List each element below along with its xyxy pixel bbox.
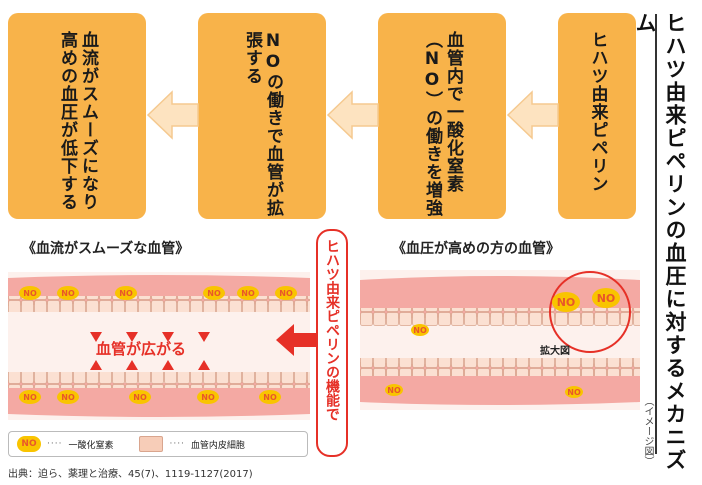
svg-text:NO: NO [387,386,401,395]
high-bp-vessel-heading: 《血圧が高めの方の血管》 [392,241,560,257]
piperine-function-label: ヒハツ由来ピペリンの機能で [324,239,340,421]
svg-text:NO: NO [567,388,581,397]
left-arrow-icon [276,324,316,356]
svg-text:NO: NO [133,393,147,402]
svg-text:NO: NO [23,393,37,402]
flow-step-1: ヒハツ由来ピペリン [558,13,636,219]
svg-text:NO: NO [557,296,576,309]
svg-text:NO: NO [23,289,37,298]
flow-step-2-text: 血管内で一酸化窒素（NO）の働きを増強 [422,31,463,217]
endothelial-cell-legend-label: 血管内皮細胞 [190,440,245,451]
flow-step-1-text: ヒハツ由来ピペリン [587,31,608,193]
svg-text:NO: NO [413,326,427,335]
flow-step-4-text: 血流がスムーズになり高めの血圧が低下する [57,31,98,211]
flow-step-3-text: NOの働きで血管が拡張する [242,31,283,217]
title-divider [655,14,657,454]
magnified-view-label: 拡大図 [540,346,570,357]
svg-text:NO: NO [279,289,293,298]
svg-text:NO: NO [61,289,75,298]
svg-text:NO: NO [241,289,255,298]
flow-step-4: 血流がスムーズになり高めの血圧が低下する [8,13,146,219]
flow-step-3: NOの働きで血管が拡張する [198,13,326,219]
endothelial-cell-swatch [139,436,164,452]
smooth-vessel-heading: 《血流がスムーズな血管》 [22,241,190,257]
dilated-vessel-illustration: NO NO NO NO NO NO NO NO NO NO NO [8,272,310,420]
svg-text:NO: NO [597,292,616,305]
flow-arrow-3 [146,90,199,140]
no-legend-label: 一酸化窒素 [68,440,114,451]
constricted-vessel-illustration: NO NO NO NO NO [360,270,640,410]
svg-text:NO: NO [61,393,75,402]
source-citation: 出典：迫ら、薬理と治療、45(7)、1119-1127(2017) [8,469,253,480]
flow-step-2: 血管内で一酸化窒素（NO）の働きを増強 [378,13,506,219]
legend: NO ···· 一酸化窒素 ···· 血管内皮細胞 [8,431,308,457]
page-title: ヒハツ由来ピペリンの血圧に対するメカニズム [633,12,687,472]
no-legend-swatch: NO [17,436,41,452]
svg-text:NO: NO [201,393,215,402]
svg-text:NO: NO [119,289,133,298]
image-note: （イメージ図） [642,396,653,466]
svg-text:NO: NO [263,393,277,402]
flow-arrow-1 [506,90,559,140]
legend-dots: ···· [169,439,185,449]
piperine-function-box: ヒハツ由来ピペリンの機能で [316,229,348,457]
legend-dots: ···· [47,439,63,449]
svg-text:NO: NO [207,289,221,298]
vessel-dilate-label: 血管が広がる [96,340,187,358]
flow-arrow-2 [326,90,379,140]
